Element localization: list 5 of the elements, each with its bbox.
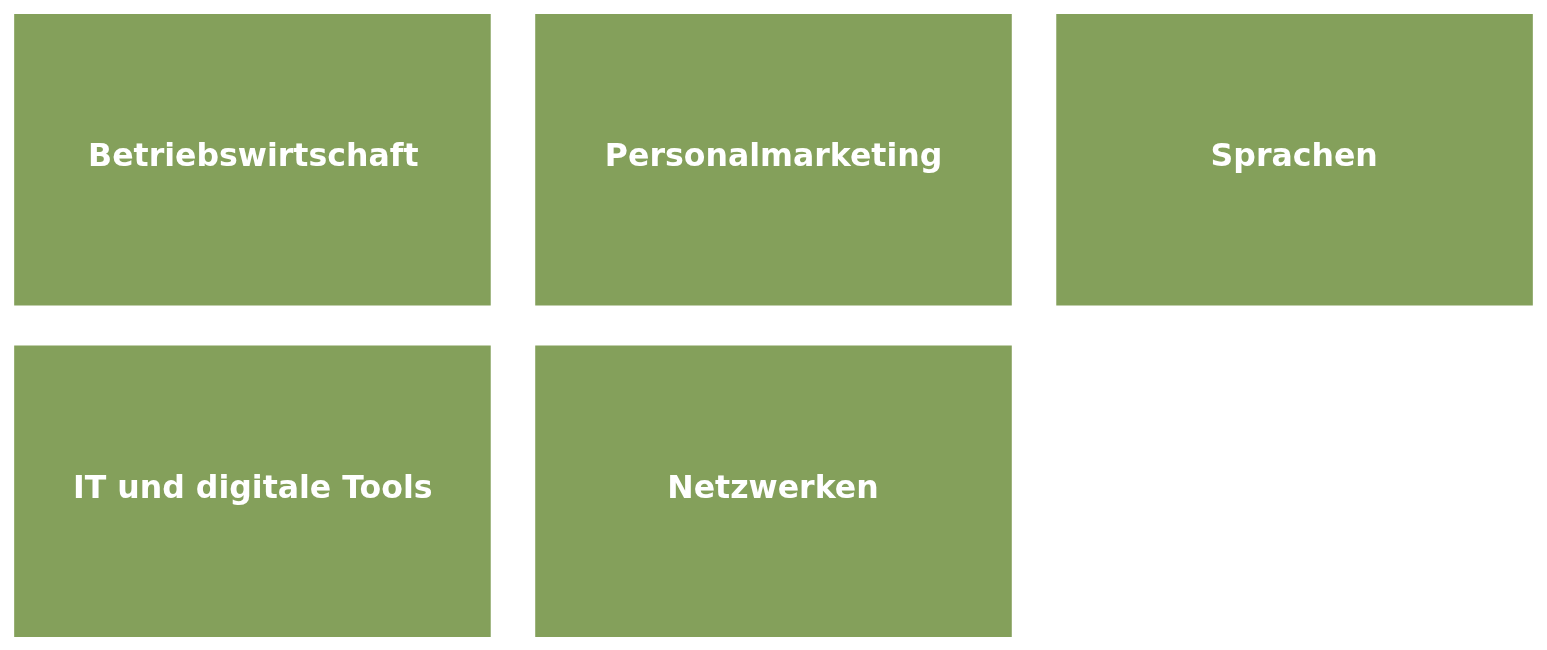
node-box: Sprachen bbox=[1056, 13, 1533, 305]
node-box: IT und digitale Tools bbox=[14, 345, 491, 637]
node-box: Netzwerken bbox=[535, 345, 1012, 637]
node-box: Betriebswirtschaft bbox=[14, 13, 491, 305]
node-box: Personalmarketing bbox=[535, 13, 1012, 305]
